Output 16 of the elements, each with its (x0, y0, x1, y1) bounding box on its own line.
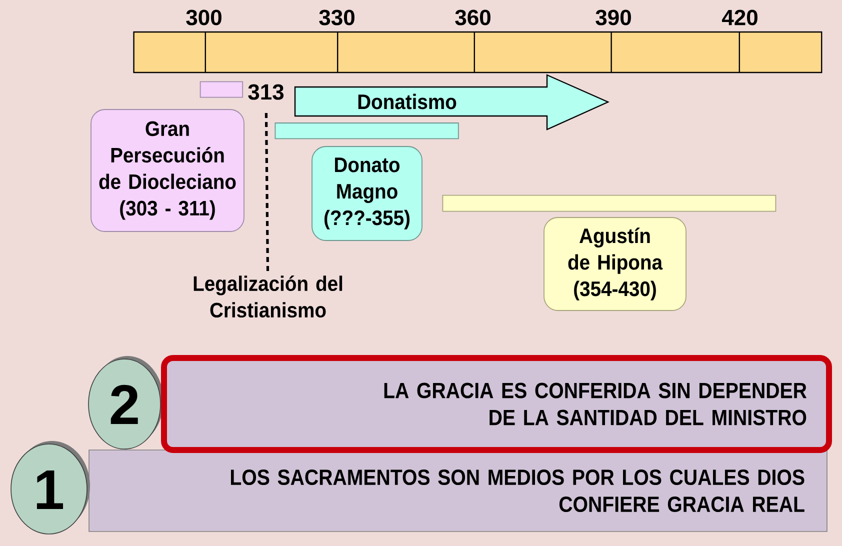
tick-label: 390 (596, 10, 631, 26)
period-bar (442, 194, 776, 212)
dashed-line (264, 112, 270, 272)
year-label: 313 (248, 84, 284, 100)
tick-label: 420 (722, 10, 758, 26)
event-label: Legalización del Cristianismo (194, 275, 342, 318)
tick-label: 360 (455, 10, 490, 26)
period-box: Gran Persecución de Diocleciano (303 - 311) (90, 109, 244, 232)
tick-label: 300 (186, 10, 222, 26)
period-bar (274, 122, 459, 140)
period-box: Donato Magno (???-355) (312, 146, 422, 241)
period-bar (200, 81, 244, 98)
period-box: Agustín de Hipona (354-430) (544, 217, 686, 311)
statement-box: LOS SACRAMENTOS SON MEDIOS POR LOS CUALES DIOS CONFIERE GRACIA REAL (88, 450, 828, 532)
tick-label: 330 (319, 10, 354, 26)
statement-box: LA GRACIA ES CONFERIDA SIN DEPENDER DE LA SANTIDAD DEL MINISTRO (161, 355, 832, 453)
